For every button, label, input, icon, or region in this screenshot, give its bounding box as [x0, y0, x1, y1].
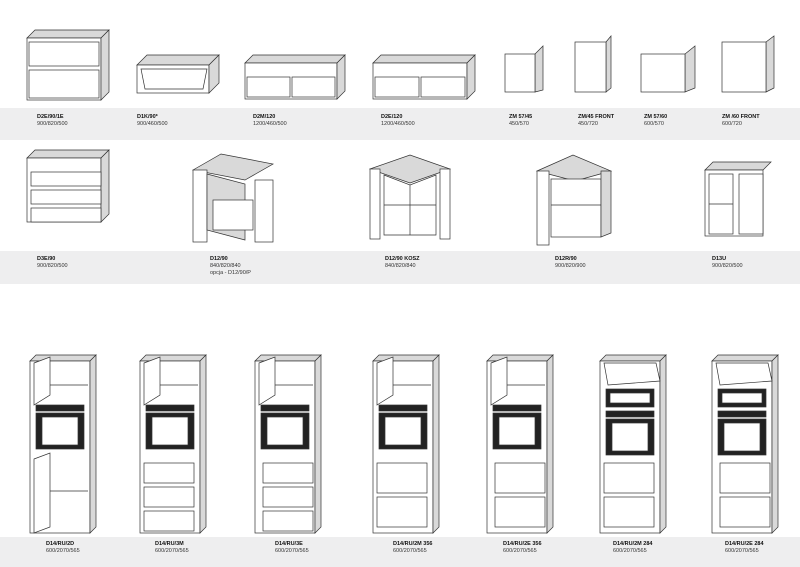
tall-cabinet-4	[486, 354, 554, 534]
cabinet-code: D14/RU/3E	[275, 541, 303, 547]
cabinet-code: D14/RU/2M 356	[393, 541, 433, 547]
cabinet-code: D14/RU/2M 284	[613, 541, 653, 547]
tall-cabinet-3	[372, 354, 440, 534]
panel-zm-57-45	[504, 45, 544, 93]
cabinet-dimensions: 1200/460/500	[253, 121, 287, 127]
panel-zm-45-front	[574, 35, 612, 93]
cabinet-code: D3E/90	[37, 256, 56, 262]
cabinet-dimensions: 600/2070/565	[275, 548, 309, 554]
cabinet-dimensions: 450/570	[509, 121, 529, 127]
cabinet-code: ZM 57/45	[509, 114, 533, 120]
cabinet-code: D2E/90/1E	[37, 114, 64, 120]
cabinet-code: D2E/120	[381, 114, 403, 120]
tall-cabinet-2	[254, 354, 322, 534]
cabinet-dimensions: 900/820/500	[37, 263, 68, 269]
cabinet-d12-90-kosz	[368, 154, 452, 240]
tall-cabinet-6	[711, 354, 779, 534]
cabinet-dimensions: 840/820/840	[385, 263, 416, 269]
cabinet-code: D12/90 KOSZ	[385, 256, 420, 262]
cabinet-d2m-120	[244, 54, 346, 100]
cabinet-code: D12/90	[210, 256, 228, 262]
cabinet-d1k-90	[136, 54, 220, 94]
cabinet-code: D13U	[712, 256, 727, 262]
cabinet-dimensions: 450/720	[578, 121, 598, 127]
cabinet-code: D14/RU/2E 356	[503, 541, 542, 547]
cabinet-d2e-90-1e	[26, 29, 110, 101]
cabinet-d12r-90	[535, 154, 613, 246]
panel-zm-57-60	[640, 45, 696, 93]
cabinet-code: D14/RU/2D	[46, 541, 75, 547]
cabinet-dimensions: 600/2070/565	[503, 548, 537, 554]
cabinet-code: D14/RU/3M	[155, 541, 184, 547]
cabinet-code: D14/RU/2E 284	[725, 541, 764, 547]
cabinet-dimensions: 600/2070/565	[46, 548, 80, 554]
cabinet-d13u	[704, 161, 772, 237]
cabinet-d3e-90	[26, 149, 110, 223]
panel-zm-60-front	[721, 35, 775, 93]
cabinet-option-note: opcja - D12/90/P	[210, 270, 251, 276]
cabinet-dimensions: 600/2070/565	[155, 548, 189, 554]
cabinet-dimensions: 1200/460/500	[381, 121, 415, 127]
cabinet-dimensions: 900/820/500	[37, 121, 68, 127]
tall-cabinet-0	[29, 354, 97, 534]
cabinet-dimensions: 600/720	[722, 121, 742, 127]
cabinet-dimensions: 600/2070/565	[725, 548, 759, 554]
cabinet-dimensions: 900/820/500	[712, 263, 743, 269]
cabinet-d2e-120	[372, 54, 476, 100]
cabinet-code: ZM 57/60	[644, 114, 668, 120]
cabinet-dimensions: 900/820/900	[555, 263, 586, 269]
cabinet-dimensions: 900/460/500	[137, 121, 168, 127]
cabinet-code: ZM /60 FRONT	[722, 114, 760, 120]
cabinet-dimensions: 600/570	[644, 121, 664, 127]
cabinet-dimensions: 600/2070/565	[613, 548, 647, 554]
cabinet-code: ZM/45 FRONT	[578, 114, 615, 120]
cabinet-label: D1K/90*900/460/500	[137, 114, 168, 128]
cabinet-code: D1K/90*	[137, 114, 158, 120]
cabinet-dimensions: 600/2070/565	[393, 548, 427, 554]
cabinet-code: D2M/120	[253, 114, 276, 120]
cabinet-dimensions: 840/820/840	[210, 263, 241, 269]
label-band-row1	[0, 108, 800, 140]
cabinet-d12-90	[192, 153, 274, 243]
label-band-row3	[0, 537, 800, 567]
tall-cabinet-1	[139, 354, 207, 534]
cabinet-code: D12R/90	[555, 256, 577, 262]
label-band-row2	[0, 251, 800, 284]
tall-cabinet-5	[599, 354, 667, 534]
